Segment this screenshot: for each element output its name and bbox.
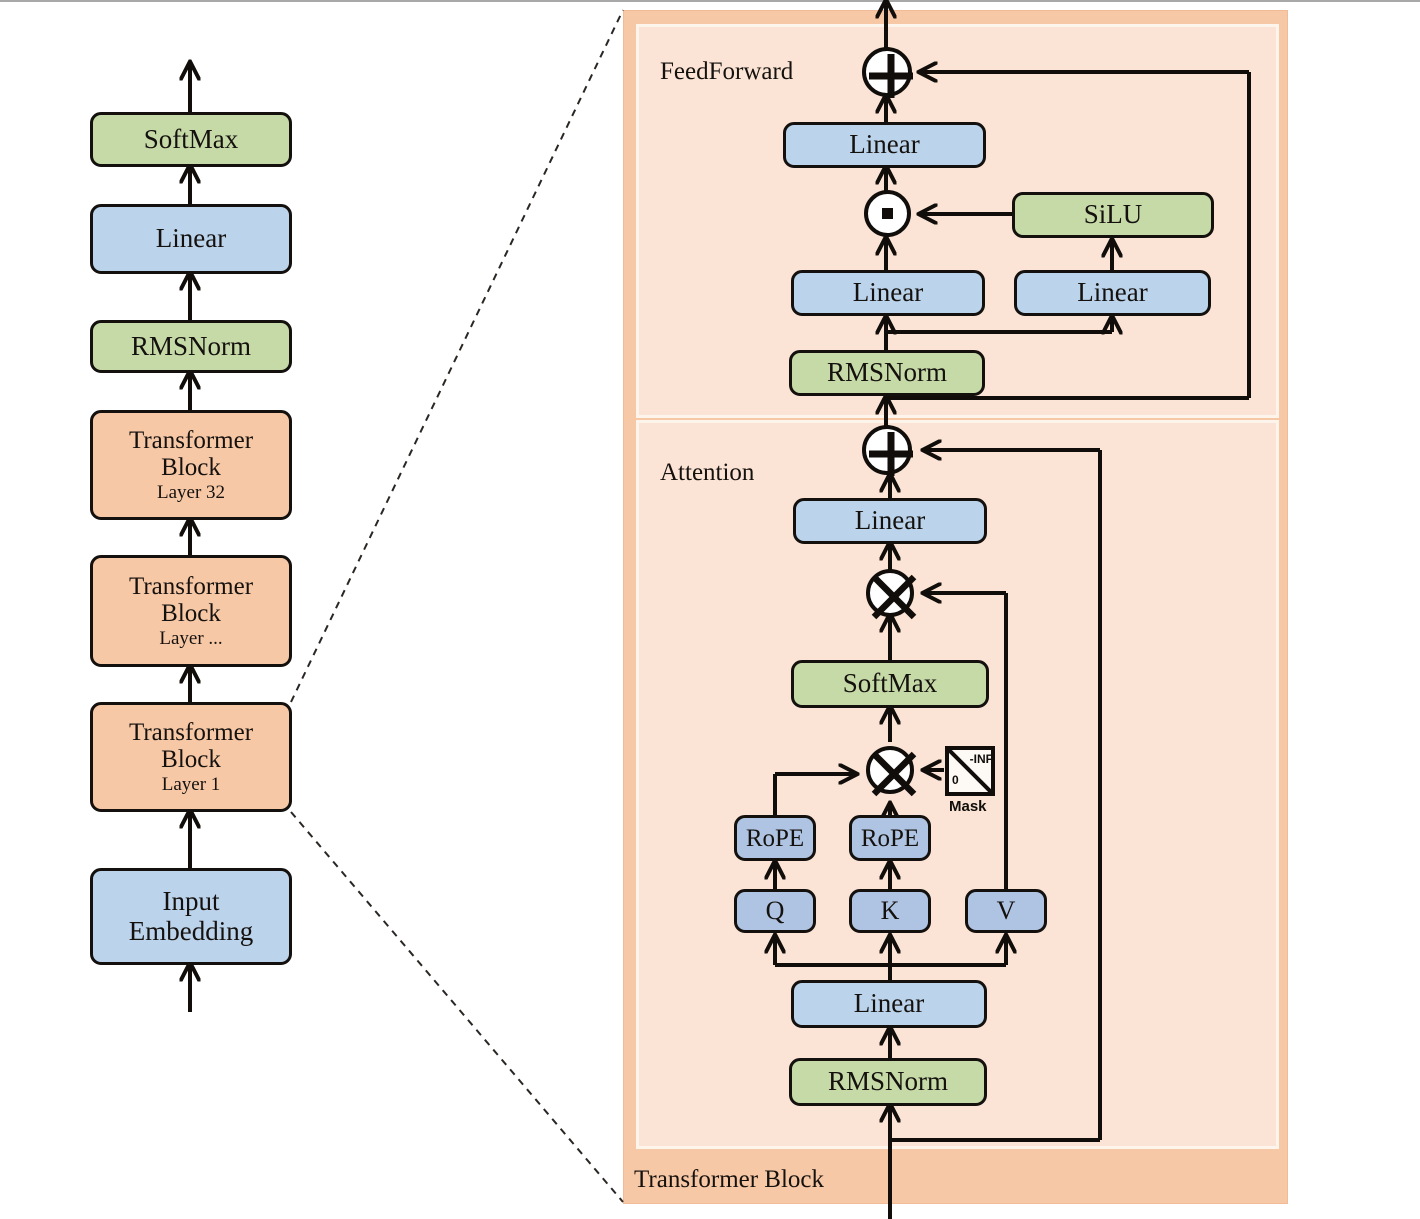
stack-transformer-block-layer-32[interactable]: Transformer Block Layer 32 [90, 410, 292, 520]
attn-residual-add-node [862, 425, 913, 476]
attn-rope-q-label: RoPE [745, 824, 805, 852]
mask-caption-label: Mask [949, 798, 987, 815]
feedforward-label: FeedForward [660, 58, 794, 85]
ff-elementwise-multiply-node [864, 190, 911, 237]
ff-linear-gate-box[interactable]: Linear [791, 270, 985, 316]
attn-linear-in-box[interactable]: Linear [791, 980, 987, 1028]
attn-softmax-box[interactable]: SoftMax [791, 660, 989, 708]
block-layer-label: Layer ... [159, 627, 223, 649]
ff-silu-label: SiLU [1083, 199, 1143, 230]
attn-rmsnorm-box[interactable]: RMSNorm [789, 1058, 987, 1106]
block-layer-label: Layer 1 [161, 773, 221, 795]
ff-linear-down-label: Linear [849, 129, 920, 160]
attn-matmul-query-key-node [866, 746, 917, 797]
input-embedding-line1: Input [162, 886, 220, 917]
attn-v-box[interactable]: V [965, 889, 1047, 933]
stack-rmsnorm-label: RMSNorm [130, 330, 252, 361]
stack-softmax-label: SoftMax [143, 123, 239, 154]
attn-rope-k-label: RoPE [860, 824, 920, 852]
causal-mask-icon: -INF 0 [945, 746, 995, 796]
attn-linear-in-label: Linear [853, 988, 925, 1019]
ff-silu-box[interactable]: SiLU [1012, 192, 1214, 238]
attn-v-label: V [996, 895, 1016, 925]
callout-line-top [290, 9, 624, 703]
attn-k-box[interactable]: K [849, 889, 931, 933]
stack-linear-label: Linear [155, 223, 227, 254]
attn-q-label: Q [765, 895, 785, 925]
block-layer-label: Layer 32 [156, 481, 226, 503]
block-title-line1: Transformer [128, 572, 254, 600]
stack-transformer-block-layer-1[interactable]: Transformer Block Layer 1 [90, 702, 292, 812]
attn-k-label: K [880, 895, 900, 925]
stack-softmax-box[interactable]: SoftMax [90, 112, 292, 167]
attn-rope-q-box[interactable]: RoPE [734, 815, 816, 861]
block-title-line2: Block [161, 599, 221, 627]
attn-softmax-label: SoftMax [842, 668, 938, 699]
stack-linear-box[interactable]: Linear [90, 204, 292, 274]
attn-rmsnorm-label: RMSNorm [827, 1066, 949, 1097]
attn-rope-k-box[interactable]: RoPE [849, 815, 931, 861]
ff-linear-up-box[interactable]: Linear [1014, 270, 1211, 316]
callout-line-bottom [290, 811, 624, 1203]
block-title-line1: Transformer [128, 718, 254, 746]
stack-rmsnorm-box[interactable]: RMSNorm [90, 320, 292, 373]
stack-input-embedding-box[interactable]: Input Embedding [90, 868, 292, 965]
transformer-block-panel-label: Transformer Block [634, 1166, 825, 1193]
ff-residual-add-node [862, 47, 913, 98]
ff-linear-gate-label: Linear [852, 277, 924, 308]
ff-rmsnorm-label: RMSNorm [826, 357, 948, 388]
ff-rmsnorm-box[interactable]: RMSNorm [789, 350, 985, 396]
attention-label: Attention [660, 459, 755, 486]
attn-linear-out-label: Linear [854, 505, 926, 536]
mask-zero-label: 0 [952, 773, 959, 787]
attn-matmul-scores-value-node [866, 569, 917, 620]
mask-neg-inf-label: -INF [969, 752, 993, 766]
block-title-line1: Transformer [128, 426, 254, 454]
input-embedding-line2: Embedding [128, 915, 254, 946]
ff-linear-down-box[interactable]: Linear [783, 122, 986, 168]
dot-product-glyph [882, 208, 893, 219]
attn-linear-out-box[interactable]: Linear [793, 498, 987, 544]
ff-linear-up-label: Linear [1077, 277, 1148, 308]
stack-transformer-block-layer-mid[interactable]: Transformer Block Layer ... [90, 555, 292, 667]
block-title-line2: Block [161, 453, 221, 481]
block-title-line2: Block [161, 745, 221, 773]
attn-q-box[interactable]: Q [734, 889, 816, 933]
